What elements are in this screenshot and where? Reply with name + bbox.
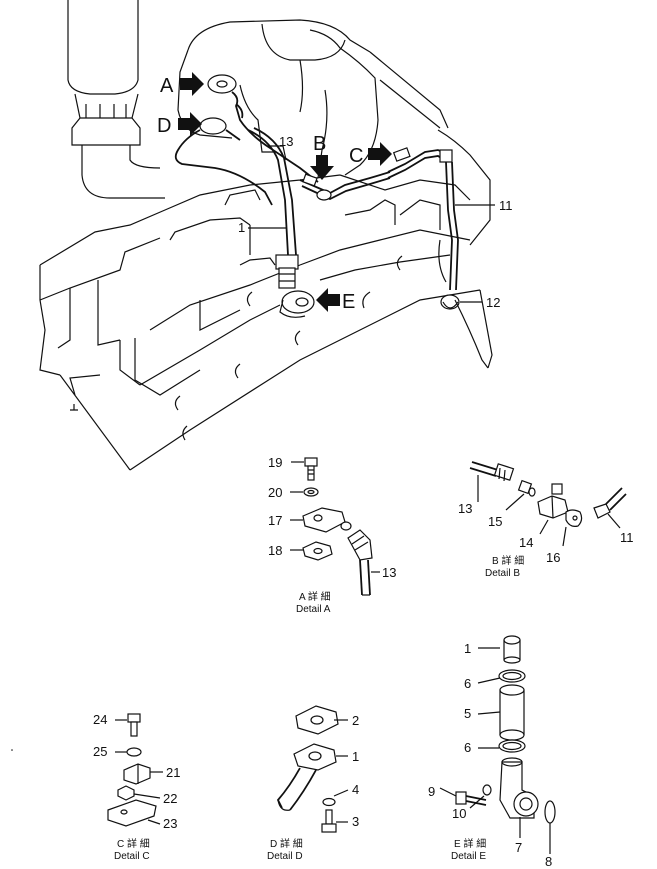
right-arrow-icon — [180, 72, 204, 96]
callout-e-6a: 6 — [464, 676, 471, 691]
callout-b-13: 13 — [458, 501, 472, 516]
callout-b-11: 11 — [620, 530, 634, 545]
callout-main-11: 11 — [499, 198, 513, 213]
detail-b-caption: Detail B — [485, 568, 520, 579]
detail-e-caption: Detail E — [451, 851, 486, 862]
detail-c — [107, 713, 157, 827]
callout-b-14: 14 — [519, 535, 533, 550]
view-label-d: D — [157, 115, 171, 137]
callout-a-18: 18 — [268, 543, 282, 558]
callout-e-7: 7 — [515, 840, 522, 855]
callout-c-24: 24 — [93, 712, 107, 727]
callout-e-9: 9 — [428, 784, 435, 799]
callout-main-1: 1 — [238, 220, 245, 235]
left-arrow-icon — [316, 288, 340, 312]
detail-d — [276, 705, 339, 833]
callout-d-4: 4 — [352, 782, 359, 797]
detail-e-caption-jp: E 詳 細 — [454, 837, 486, 850]
callout-d-2: 2 — [352, 713, 359, 728]
detail-d-caption-jp: D 詳 細 — [270, 837, 303, 850]
callout-e-10: 10 — [452, 806, 466, 821]
detail-e — [455, 635, 556, 824]
callout-d-3: 3 — [352, 814, 359, 829]
callout-e-1: 1 — [464, 641, 471, 656]
callout-main-12: 12 — [486, 295, 500, 310]
callout-b-16: 16 — [546, 550, 560, 565]
engine-assembly — [39, 0, 493, 471]
callout-e-8: 8 — [545, 854, 552, 869]
callout-e-5: 5 — [464, 706, 471, 721]
view-arrows — [178, 72, 392, 312]
detail-c-caption-jp: C 詳 細 — [117, 837, 150, 850]
detail-a — [302, 457, 373, 596]
callout-c-23: 23 — [163, 816, 177, 831]
callout-d-1: 1 — [352, 749, 359, 764]
callout-a-13: 13 — [382, 565, 396, 580]
view-label-a: A — [160, 75, 174, 97]
callout-a-20: 20 — [268, 485, 282, 500]
callout-e-6b: 6 — [464, 740, 471, 755]
callout-main-13: 13 — [279, 134, 293, 149]
view-label-c: C — [349, 145, 363, 167]
detail-d-caption: Detail D — [267, 851, 303, 862]
callout-a-17: 17 — [268, 513, 282, 528]
detail-b — [469, 461, 627, 527]
detail-b-caption-jp: B 詳 細 — [492, 554, 524, 567]
callout-a-19: 19 — [268, 455, 282, 470]
callout-c-22: 22 — [163, 791, 177, 806]
detail-a-caption: Detail A — [296, 604, 331, 615]
detail-c-caption: Detail C — [114, 851, 150, 862]
view-label-b: B — [313, 133, 326, 155]
detail-a-caption-jp: A 詳 細 — [299, 590, 331, 603]
callout-c-25: 25 — [93, 744, 107, 759]
view-label-e-mark — [362, 291, 371, 309]
oil-piping — [174, 74, 489, 369]
right-arrow-icon — [368, 142, 392, 166]
callout-c-21: 21 — [166, 765, 180, 780]
stray-dot — [11, 749, 13, 751]
down-arrow-icon — [310, 155, 334, 180]
right-arrow-icon — [178, 112, 202, 136]
callout-b-15: 15 — [488, 514, 502, 529]
view-label-e: E — [342, 291, 355, 313]
